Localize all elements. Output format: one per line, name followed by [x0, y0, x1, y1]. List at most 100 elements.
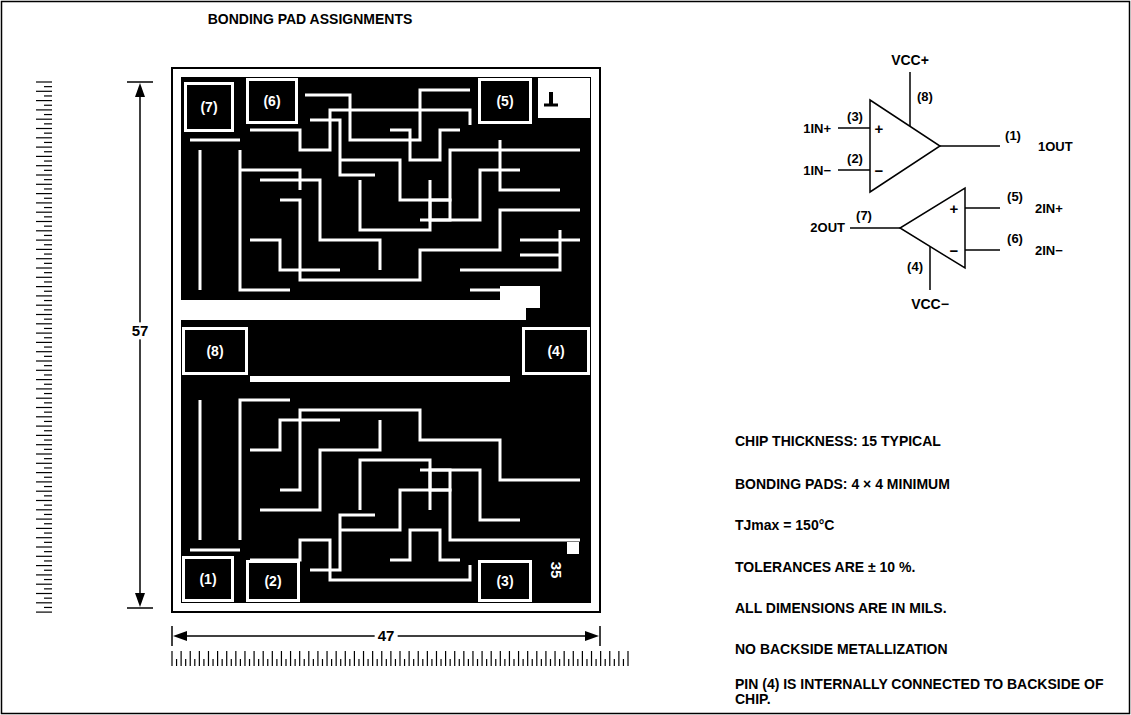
ruler-tick: [44, 542, 52, 543]
ruler-tick: [36, 277, 52, 278]
arrowhead: [173, 631, 187, 641]
ruler-tick: [545, 651, 546, 666]
ruler-tick: [532, 659, 533, 666]
ruler-tick: [481, 651, 482, 666]
ruler-tick: [431, 659, 432, 666]
ruler-tick: [564, 651, 565, 666]
note: CHIP THICKNESS: 15 TYPICAL: [735, 433, 941, 449]
ruler-tick: [44, 319, 52, 320]
ruler-tick: [44, 263, 52, 264]
ruler-tick: [472, 651, 473, 666]
wire: [965, 249, 1000, 251]
bonding-pad: (4): [522, 327, 590, 375]
pin-number: (3): [847, 110, 863, 125]
ruler-tick: [418, 651, 419, 666]
ruler-tick: [44, 281, 52, 282]
ruler-tick: [605, 659, 606, 666]
trace: [420, 170, 520, 220]
chip-marking: [567, 542, 579, 554]
ruler-tick: [44, 393, 52, 394]
ruler-tick: [500, 651, 501, 666]
ruler-tick: [36, 351, 52, 352]
signal-name: 1OUT: [1038, 140, 1073, 155]
pad-number: (2): [264, 573, 281, 589]
ruler-tick: [36, 537, 52, 538]
ruler-tick: [36, 295, 52, 296]
ruler-tick: [36, 240, 52, 241]
ruler-tick: [614, 659, 615, 666]
ruler-tick: [331, 659, 332, 666]
bonding-pad: (3): [478, 560, 532, 602]
ruler-tick: [573, 651, 574, 666]
ruler-tick: [36, 453, 52, 454]
ruler-tick: [413, 659, 414, 666]
chip-gap: [538, 78, 590, 118]
ruler-tick: [36, 128, 52, 129]
trace: [420, 470, 520, 520]
ruler-tick: [36, 509, 52, 510]
ruler-tick: [44, 486, 52, 487]
signal-name: 1IN+: [803, 122, 831, 137]
input-polarity: −: [950, 242, 959, 259]
ruler-tick: [44, 105, 52, 106]
dimension-tick: [127, 81, 153, 83]
dimension: 47: [375, 627, 398, 644]
opamp-symbol: +−: [900, 188, 965, 268]
ruler-tick: [44, 579, 52, 580]
ruler-tick: [445, 651, 446, 666]
ruler-tick: [44, 598, 52, 599]
dimension-tick: [171, 626, 173, 646]
ruler-tick: [181, 651, 182, 666]
input-polarity: +: [875, 120, 884, 137]
ruler-tick: [36, 602, 52, 603]
ruler-tick: [367, 659, 368, 666]
trace: [190, 400, 240, 550]
trace: [430, 200, 450, 220]
ruler-tick: [36, 174, 52, 175]
ruler-tick: [263, 651, 264, 666]
ruler-tick: [36, 109, 52, 110]
input-polarity: −: [875, 162, 884, 179]
ruler-tick: [395, 659, 396, 666]
dimension-tick: [127, 607, 153, 609]
ruler-tick: [208, 651, 209, 666]
chip-gap: [250, 376, 510, 382]
ruler-tick: [44, 244, 52, 245]
opamp-triangle: [870, 100, 940, 192]
ruler-tick: [44, 133, 52, 134]
ruler-tick: [459, 659, 460, 666]
ruler-tick: [36, 230, 52, 231]
arrowhead: [135, 593, 145, 607]
ruler-tick: [44, 123, 52, 124]
ruler-tick: [267, 659, 268, 666]
ruler-tick: [591, 651, 592, 666]
ruler-tick: [44, 95, 52, 96]
ruler-tick: [44, 551, 52, 552]
trace: [360, 180, 430, 230]
ruler-tick: [281, 651, 282, 666]
trace: [430, 470, 450, 490]
wire: [909, 72, 911, 126]
ruler-tick: [44, 300, 52, 301]
ruler-tick: [36, 416, 52, 417]
ruler-tick: [222, 659, 223, 666]
ruler-tick: [36, 491, 52, 492]
ruler-tick: [577, 659, 578, 666]
ruler-tick: [36, 565, 52, 566]
ruler-tick: [36, 193, 52, 194]
ruler-tick: [36, 342, 52, 343]
trace: [390, 130, 460, 160]
ruler-tick: [36, 81, 52, 82]
ruler-tick: [44, 374, 52, 375]
ruler-tick: [295, 659, 296, 666]
pin-number: (8): [917, 90, 933, 105]
trace: [280, 410, 580, 490]
ruler-tick: [44, 430, 52, 431]
ruler-tick: [44, 114, 52, 115]
opamp-triangle: [900, 188, 965, 268]
ruler-tick: [377, 659, 378, 666]
ruler-tick: [36, 333, 52, 334]
ruler-tick: [322, 659, 323, 666]
